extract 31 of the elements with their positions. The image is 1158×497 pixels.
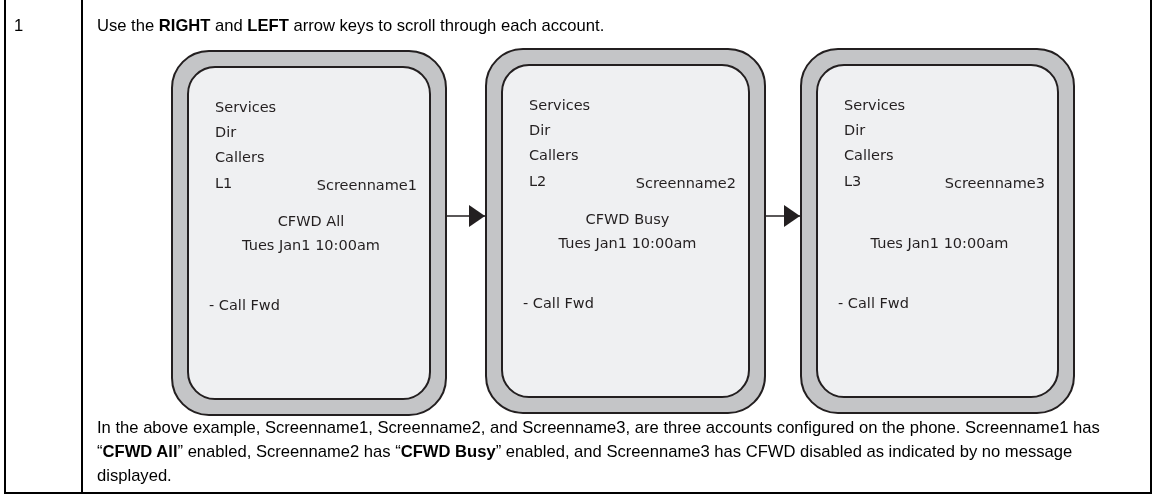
screen-text: Callers bbox=[215, 148, 265, 166]
screen-text: Dir bbox=[844, 121, 866, 139]
instruction-text: Use the RIGHT and LEFT arrow keys to scroll through each account. bbox=[97, 15, 606, 37]
row-number: 1 bbox=[14, 15, 25, 37]
screen-text: L1 bbox=[215, 174, 233, 192]
screen-text: L3 bbox=[844, 172, 862, 190]
screen-text: Tues Jan1 10:00am bbox=[557, 234, 698, 252]
arrow bbox=[765, 205, 801, 227]
screen-text: Screenname1 bbox=[316, 176, 417, 194]
screen-text: Callers bbox=[844, 146, 894, 164]
screen-text: Screenname2 bbox=[635, 174, 736, 192]
description-text: In the above example, Screenname1, Screenname2, and Screenname3, are three accounts configured on the phone. Screenname1 has “CFWD All” enabled, Screenname2 has “CFWD Busy” enabled, and Screenname3 has CFWD disabled as indicated by no message displayed. bbox=[97, 417, 1101, 487]
phone-screen bbox=[485, 48, 766, 414]
screen-text: Callers bbox=[529, 146, 579, 164]
screen-text: CFWD Busy bbox=[584, 210, 671, 228]
screen-text: Services bbox=[529, 96, 591, 114]
screen-text: - Call Fwd bbox=[523, 294, 594, 312]
screen-text: L2 bbox=[529, 172, 547, 190]
screen-text: Services bbox=[844, 96, 906, 114]
screen-text: Tues Jan1 10:00am bbox=[241, 236, 381, 254]
screen-text: CFWD All bbox=[276, 212, 346, 230]
phone-screen bbox=[800, 48, 1075, 414]
screen-text: Screenname3 bbox=[944, 174, 1045, 192]
screen-text: - Call Fwd bbox=[209, 296, 280, 314]
screen-text: Tues Jan1 10:00am bbox=[869, 234, 1010, 252]
arrow bbox=[446, 205, 486, 227]
phone-screen bbox=[171, 50, 447, 416]
screen-text: - Call Fwd bbox=[838, 294, 909, 312]
screen-text: Dir bbox=[529, 121, 551, 139]
screen-text: Dir bbox=[215, 123, 237, 141]
screen-text: Services bbox=[215, 98, 277, 116]
